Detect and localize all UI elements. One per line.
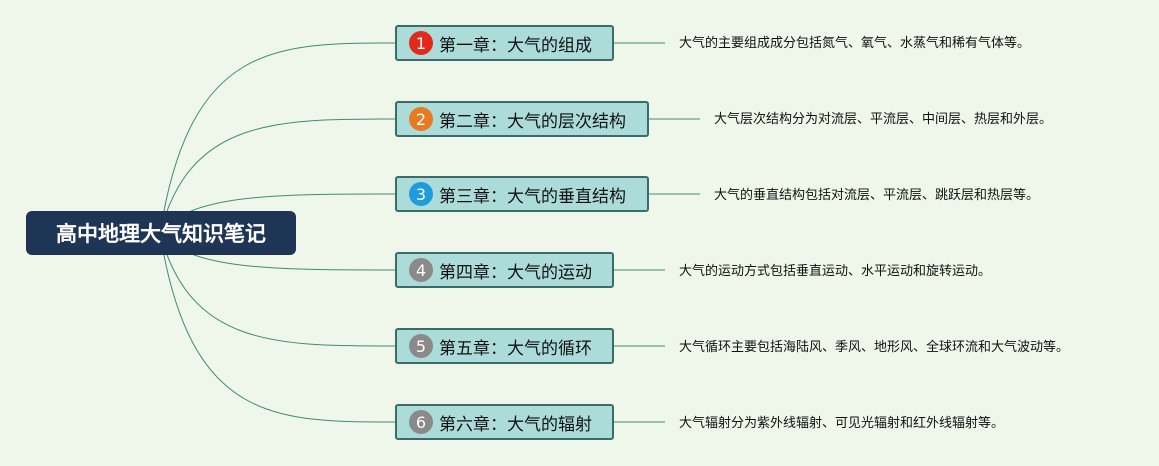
chapter-label: 第一章：大气的组成 bbox=[439, 35, 592, 56]
chapter-label: 第四章：大气的运动 bbox=[439, 262, 592, 283]
chapter-number-badge: 4 bbox=[409, 258, 433, 282]
chapter-description-2[interactable]: 大气层次结构分为对流层、平流层、中间层、热层和外层。 bbox=[714, 112, 1053, 127]
root-topic-label: 高中地理大气知识笔记 bbox=[56, 222, 266, 246]
chapter-node-4[interactable]: 4 第四章：大气的运动 bbox=[395, 252, 614, 288]
chapter-node-2[interactable]: 2 第二章：大气的层次结构 bbox=[395, 101, 649, 137]
chapter-label: 第二章：大气的层次结构 bbox=[439, 111, 626, 132]
root-to-chapter-connector bbox=[159, 232, 396, 347]
chapter-description-1[interactable]: 大气的主要组成成分包括氮气、氧气、水蒸气和稀有气体等。 bbox=[679, 36, 1031, 51]
chapter-number-badge: 1 bbox=[409, 31, 433, 55]
chapter-number-badge: 3 bbox=[409, 182, 433, 206]
chapter-description-6[interactable]: 大气辐射分为紫外线辐射、可见光辐射和红外线辐射等。 bbox=[679, 416, 1005, 431]
chapter-node-6[interactable]: 6 第六章：大气的辐射 bbox=[395, 404, 614, 440]
chapter-number-badge: 2 bbox=[409, 107, 433, 131]
chapter-node-3[interactable]: 3 第三章：大气的垂直结构 bbox=[395, 176, 649, 212]
chapter-description-5[interactable]: 大气循环主要包括海陆风、季风、地形风、全球环流和大气波动等。 bbox=[679, 340, 1070, 355]
chapter-label: 第三章：大气的垂直结构 bbox=[439, 186, 626, 207]
root-to-chapter-connector bbox=[159, 118, 396, 234]
chapter-number-badge: 6 bbox=[409, 410, 433, 434]
chapter-description-4[interactable]: 大气的运动方式包括垂直运动、水平运动和旋转运动。 bbox=[679, 264, 992, 279]
chapter-node-1[interactable]: 1 第一章：大气的组成 bbox=[395, 25, 614, 61]
root-to-chapter-connector bbox=[159, 42, 396, 234]
root-topic[interactable]: 高中地理大气知识笔记 bbox=[26, 211, 296, 255]
chapter-node-5[interactable]: 5 第五章：大气的循环 bbox=[395, 328, 614, 364]
chapter-number-badge: 5 bbox=[409, 334, 433, 358]
chapter-label: 第五章：大气的循环 bbox=[439, 338, 592, 359]
chapter-label: 第六章：大气的辐射 bbox=[439, 414, 592, 435]
chapter-description-3[interactable]: 大气的垂直结构包括对流层、平流层、跳跃层和热层等。 bbox=[714, 188, 1040, 203]
root-to-chapter-connector bbox=[159, 232, 396, 423]
